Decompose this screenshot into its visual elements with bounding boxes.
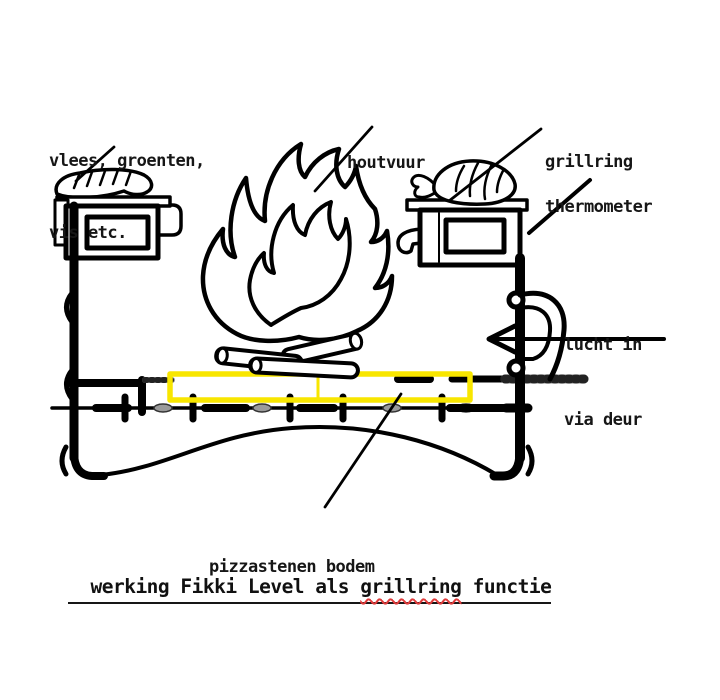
chicken-bone xyxy=(410,173,440,199)
left-door-hinges xyxy=(64,290,75,402)
left-foot xyxy=(59,444,108,480)
wood-fire-drawing xyxy=(200,141,395,380)
leader-line-grillring xyxy=(447,127,543,203)
base-skirt xyxy=(99,425,499,477)
leader-line-stone xyxy=(323,392,403,509)
flame-inner xyxy=(247,200,352,327)
label-pizza-stone: pizzastenen bodem xyxy=(209,557,375,577)
label-air-in: lucht in via deur xyxy=(564,335,642,430)
sausage-grill-marks xyxy=(72,168,133,190)
leader-line-food xyxy=(74,145,116,183)
hinge-knob xyxy=(506,358,526,378)
label-wood-fire: houtvuur xyxy=(347,153,425,173)
door-handle xyxy=(506,290,567,382)
table-hook xyxy=(396,227,423,255)
right-foot xyxy=(489,444,535,481)
air-in-arrow xyxy=(486,323,666,355)
leader-line-thermometer xyxy=(527,178,592,235)
label-food: vlees, groenten, vis etc. xyxy=(49,151,205,243)
leader-line-fire xyxy=(313,125,374,193)
diagram-title: werking Fikki Level als grillring functi… xyxy=(68,552,552,604)
table-side-tab xyxy=(156,203,183,237)
spellcheck-word: grillring xyxy=(360,575,462,598)
thermometer-window xyxy=(443,217,507,255)
label-thermometer: thermometer xyxy=(545,197,653,217)
log-front xyxy=(248,356,360,380)
label-grillring: grillring xyxy=(545,152,633,172)
thermometer-window xyxy=(84,214,151,251)
